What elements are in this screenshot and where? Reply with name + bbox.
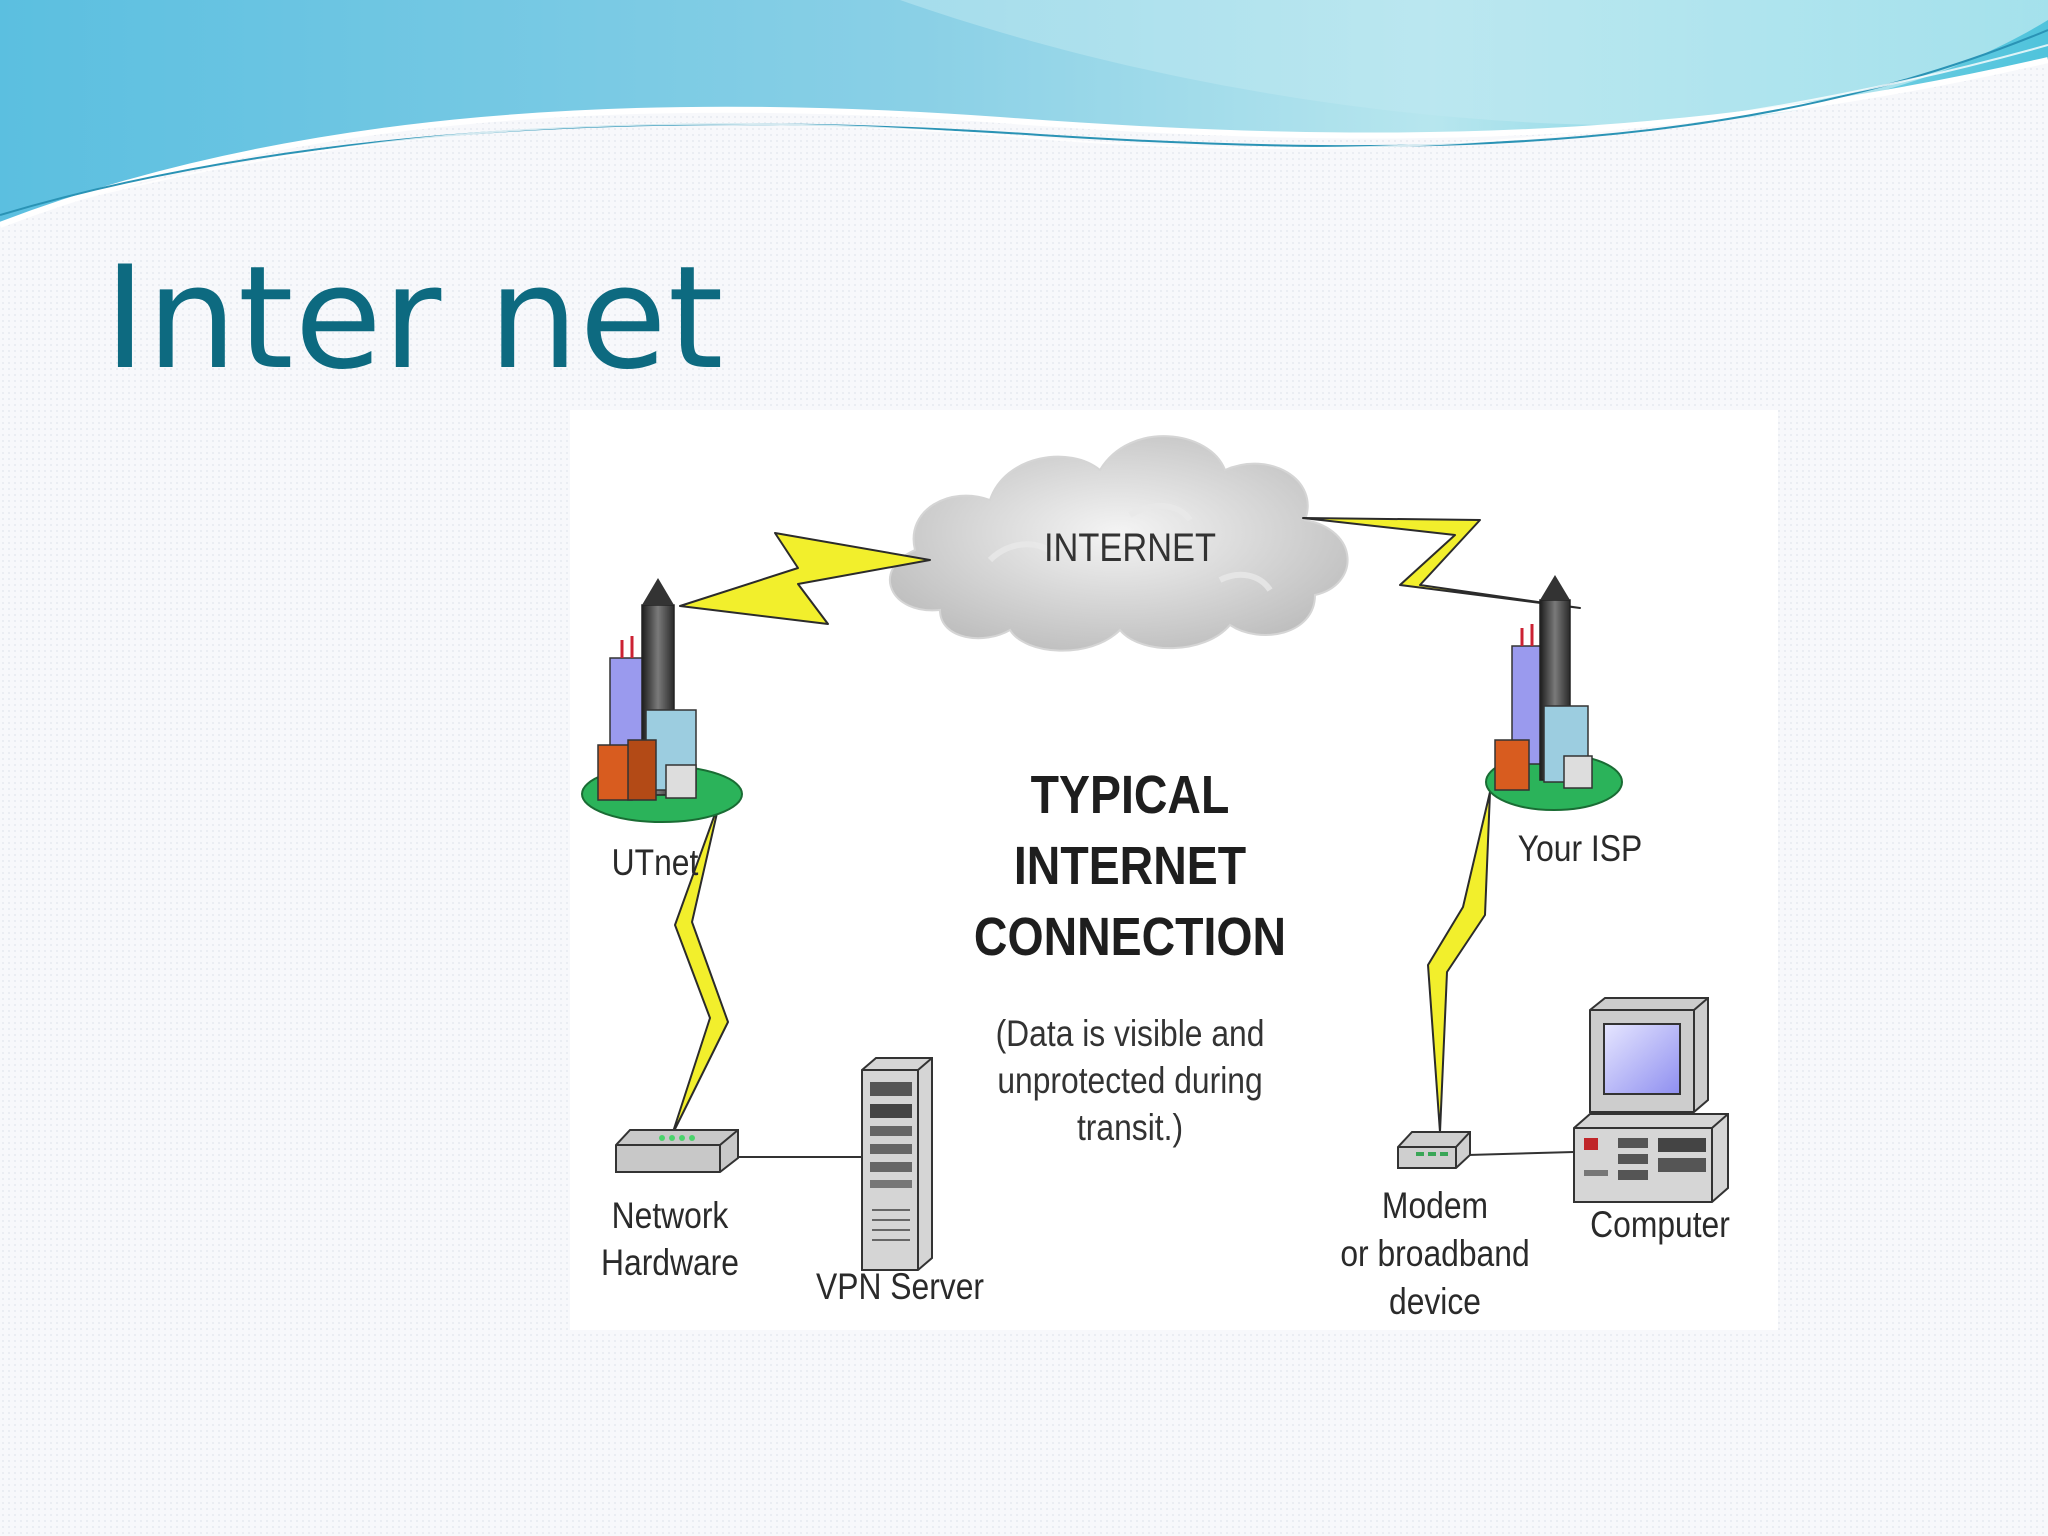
modem-label: Modem or broadband device (1340, 1185, 1530, 1322)
utnet-label: UTnet (611, 842, 699, 883)
city-building-icon (581, 578, 743, 823)
router-icon (615, 1129, 739, 1173)
cloud-icon (888, 435, 1349, 652)
lightning-bolt-icon (671, 517, 1581, 1136)
internet-connection-diagram: INTERNET TYPICAL INTERNET CONNECTION (Da… (570, 410, 1778, 1330)
network-hardware-label: Network Hardware (601, 1195, 739, 1283)
slide-title: Inter net (104, 236, 725, 401)
connection-lines (738, 1151, 1575, 1158)
desktop-computer-icon (1573, 997, 1729, 1203)
city-building-icon (1485, 575, 1623, 811)
diagram-title: TYPICAL INTERNET CONNECTION (973, 765, 1287, 967)
computer-label: Computer (1590, 1204, 1730, 1245)
server-tower-icon (861, 1057, 933, 1271)
your-isp-label: Your ISP (1517, 828, 1643, 869)
diagram-graphics (581, 435, 1729, 1271)
diagram-note: (Data is visible and unprotected during … (995, 1013, 1265, 1148)
modem-icon (1397, 1131, 1471, 1169)
cloud-label: INTERNET (1044, 526, 1216, 570)
header-wave-decoration (0, 0, 2048, 228)
vpn-server-label: VPN Server (816, 1266, 984, 1307)
